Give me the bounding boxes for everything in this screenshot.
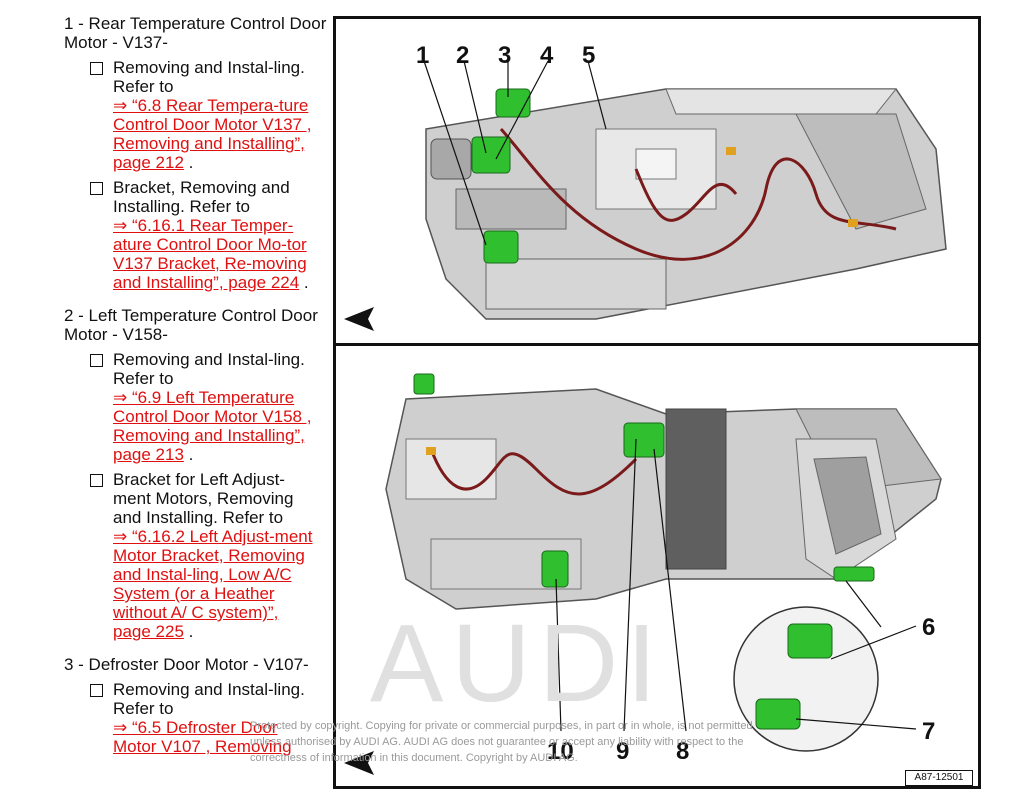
callout-6: 6: [922, 614, 936, 641]
punctuation: .: [183, 153, 194, 172]
leader-lines: [555, 438, 917, 732]
wiring-harness: [499, 128, 897, 261]
list-item: Removing and Instal-ling. Refer to⇒ “6.8…: [90, 58, 334, 172]
list-item: Bracket, Removing and Installing. Refer …: [90, 178, 334, 292]
callout-3: 3: [498, 42, 512, 69]
item-text: Removing and Instal-ling. Refer to: [113, 58, 305, 96]
punctuation: .: [299, 273, 309, 292]
connector-icon: [726, 147, 736, 155]
callout-10: 10: [547, 738, 574, 765]
reference-link[interactable]: ⇒ “6.8 Rear Tempera-ture Control Door Mo…: [113, 96, 312, 172]
checkbox-icon: [90, 354, 103, 367]
punctuation: .: [183, 622, 194, 641]
checkbox-icon: [90, 684, 103, 697]
motor-icon: [471, 136, 511, 174]
audi-watermark: AUDI: [370, 602, 665, 725]
list-item: Bracket for Left Adjust-ment Motors, Rem…: [90, 470, 334, 641]
callout-1: 1: [416, 42, 430, 69]
list-item: Removing and Instal-ling. Refer to⇒ “6.9…: [90, 350, 334, 464]
motor-icon: [623, 422, 665, 458]
motor-icon: [541, 550, 569, 588]
bottom-hvac-housing: [385, 388, 942, 610]
motor-icon: [483, 230, 519, 264]
reference-link[interactable]: ⇒ “6.9 Left Temperature Control Door Mot…: [113, 388, 312, 464]
checkbox-icon: [90, 474, 103, 487]
direction-arrow-icon: [344, 751, 374, 775]
checkbox-icon: [90, 182, 103, 195]
item-3: 3 - Defroster Door Motor - V107- Removin…: [64, 655, 334, 756]
figure-divider: [333, 343, 981, 346]
top-hvac-housing: [425, 88, 947, 320]
motor-icon: [787, 623, 833, 659]
reference-link[interactable]: ⇒ “6.5 Defroster Door Motor V107 , Remov…: [113, 718, 292, 756]
item-1: 1 - Rear Temperature Control Door Motor …: [64, 14, 334, 292]
motor-icon: [495, 88, 531, 118]
procedure-list: 1 - Rear Temperature Control Door Motor …: [64, 14, 334, 770]
item-text: Removing and Instal-ling. Refer to: [113, 680, 305, 718]
callout-7: 7: [922, 718, 936, 745]
checkbox-icon: [90, 62, 103, 75]
callout-8: 8: [676, 738, 690, 765]
figure-id: A87-12501: [905, 770, 973, 786]
callout-9: 9: [616, 738, 630, 765]
item-title: 3 - Defroster Door Motor - V107-: [64, 655, 309, 674]
item-title: 2 - Left Temperature Control Door Motor …: [64, 306, 318, 344]
copyright-notice: Protected by copyright. Copying for priv…: [250, 720, 753, 764]
callout-5: 5: [582, 42, 596, 69]
direction-arrow-icon: [344, 307, 374, 331]
wiring-harness: [429, 448, 638, 496]
leader-lines: [423, 60, 607, 246]
connector-icon: [848, 219, 858, 227]
connector-icon: [426, 447, 436, 455]
item-text: Bracket, Removing and Installing. Refer …: [113, 178, 290, 216]
reference-link[interactable]: ⇒ “6.16.2 Left Adjust-ment Motor Bracket…: [113, 527, 313, 641]
hvac-unit-illustration: [344, 60, 947, 775]
punctuation: .: [183, 445, 194, 464]
item-2: 2 - Left Temperature Control Door Motor …: [64, 306, 334, 641]
motor-icon: [413, 373, 435, 395]
item-title: 1 - Rear Temperature Control Door Motor …: [64, 14, 327, 52]
motor-icon: [755, 698, 801, 730]
item-text: Bracket for Left Adjust-ment Motors, Rem…: [113, 470, 294, 527]
reference-link[interactable]: ⇒ “6.16.1 Rear Temper-ature Control Door…: [113, 216, 307, 292]
motor-icon: [833, 566, 875, 582]
item-text: Removing and Instal-ling. Refer to: [113, 350, 305, 388]
callout-2: 2: [456, 42, 470, 69]
callout-4: 4: [540, 42, 554, 69]
list-item: Removing and Instal-ling. Refer to⇒ “6.5…: [90, 680, 334, 756]
wiring-harness: [634, 168, 738, 222]
